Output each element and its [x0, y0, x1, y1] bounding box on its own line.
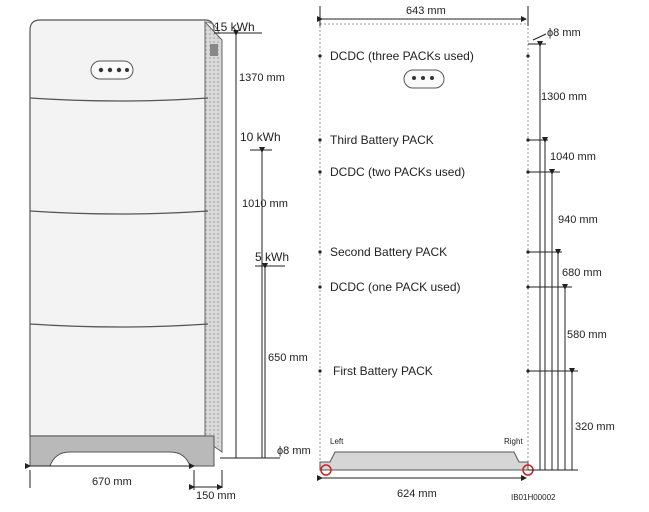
- label-third-battery-pack: Third Battery PACK: [330, 133, 434, 147]
- label-first-battery-pack: First Battery PACK: [333, 364, 433, 378]
- left-dimension-lines: [25, 30, 285, 490]
- height-650-label: 650 mm: [268, 352, 308, 364]
- wall-outline: [317, 6, 529, 463]
- capacity-5kwh-label: 5 kWh: [255, 250, 290, 264]
- label-dcdc-three-packs: DCDC (three PACKs used): [330, 49, 474, 63]
- dim-1300-label: 1300 mm: [541, 91, 587, 103]
- label-second-battery-pack: Second Battery PACK: [330, 245, 448, 259]
- label-dcdc-one-pack: DCDC (one PACK used): [330, 280, 461, 294]
- dim-940-label: 940 mm: [558, 214, 598, 226]
- dim-320-label: 320 mm: [575, 421, 615, 433]
- mounting-bracket: [317, 451, 534, 481]
- depth-150-label: 150 mm: [196, 490, 236, 502]
- hole-diameter-left-label: ϕ8 mm: [277, 445, 311, 457]
- hole-diameter-top-label: ϕ8 mm: [547, 27, 581, 39]
- label-dcdc-two-packs: DCDC (two PACKs used): [330, 165, 466, 179]
- hole-markers: [318, 54, 530, 373]
- capacity-10kwh-label: 10 kWh: [240, 130, 281, 144]
- width-670-label: 670 mm: [92, 476, 132, 488]
- figure-id-label: IB01H00002: [511, 493, 556, 502]
- dim-580-label: 580 mm: [567, 329, 607, 341]
- right-side-label: Right: [504, 437, 523, 446]
- dim-680-label: 680 mm: [562, 267, 602, 279]
- width-624-label: 624 mm: [397, 488, 437, 500]
- width-643-label: 643 mm: [406, 5, 446, 17]
- height-1370-label: 1370 mm: [239, 72, 285, 84]
- height-1010-label: 1010 mm: [242, 198, 288, 210]
- battery-cabinet-front: [29, 19, 223, 467]
- capacity-15kwh-label: 15 kWh: [214, 20, 255, 34]
- left-side-label: Left: [330, 437, 344, 446]
- right-dimension-lines: [528, 33, 578, 471]
- dim-1040-label: 1040 mm: [550, 151, 596, 163]
